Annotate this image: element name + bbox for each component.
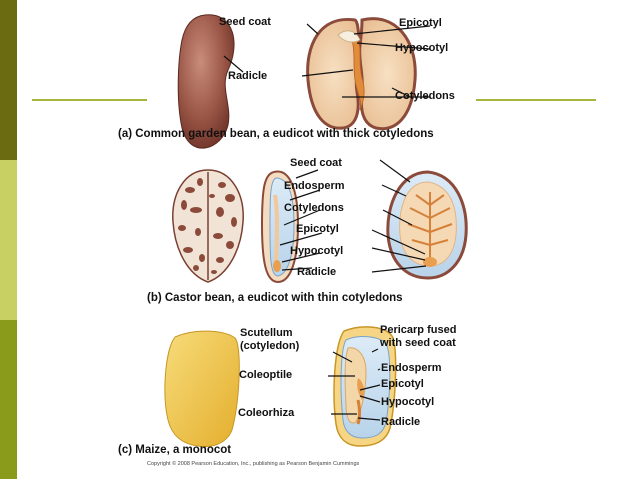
label-b-seed-coat: Seed coat [290,157,342,169]
label-a-cotyledons: Cotyledons [395,90,455,102]
label-c-hypocotyl: Hypocotyl [381,396,435,408]
label-a-epicotyl: Epicotyl [399,17,442,29]
accent-rule-right [476,99,596,101]
panel-b-leader-lines [279,159,427,273]
copyright-line: Copyright © 2008 Pearson Education, Inc.… [147,461,360,467]
castor-bean-side-section [260,170,300,284]
sidebar-segment-bottom [0,320,17,479]
maize-kernel-whole-illustration [164,330,240,448]
label-c-epicotyl: Epicotyl [381,378,424,390]
accent-rule-left [32,99,147,101]
label-a-seed-coat: Seed coat [219,16,271,28]
label-b-epicotyl: Epicotyl [296,223,339,235]
caption-panel-a: (a) Common garden bean, a eudicot with t… [118,128,434,140]
left-sidebar-bar [0,0,17,479]
panel-c-leader-lines [328,348,381,421]
sidebar-segment-middle [0,160,17,320]
whole-bean-illustration [177,14,235,149]
label-c-coleorhiza: Coleorhiza [238,407,295,419]
label-c-endosperm: Endosperm [381,362,442,374]
panel-a-leader-lines [223,23,431,98]
label-c-radicle: Radicle [381,416,421,428]
caption-panel-c: (c) Maize, a monocot [118,444,232,456]
label-b-cotyledons: Cotyledons [284,202,344,214]
sidebar-segment-top [0,0,17,160]
label-b-endosperm: Endosperm [284,180,345,192]
label-a-radicle: Radicle [228,70,268,82]
castor-bean-face-section [386,170,468,280]
label-c-coleoptile: Coleoptile [239,369,293,381]
maize-kernel-section [333,326,397,447]
label-a-hypocotyl: Hypocotyl [395,42,449,54]
label-b-hypocotyl: Hypocotyl [290,245,344,257]
label-b-radicle: Radicle [297,266,337,278]
caption-panel-b: (b) Castor bean, a eudicot with thin cot… [147,292,403,304]
castor-bean-whole-illustration [172,169,244,283]
label-c-scutellum: Scutellum (cotyledon) [240,327,300,352]
label-c-pericarp: Pericarp fused with seed coat [380,324,457,349]
